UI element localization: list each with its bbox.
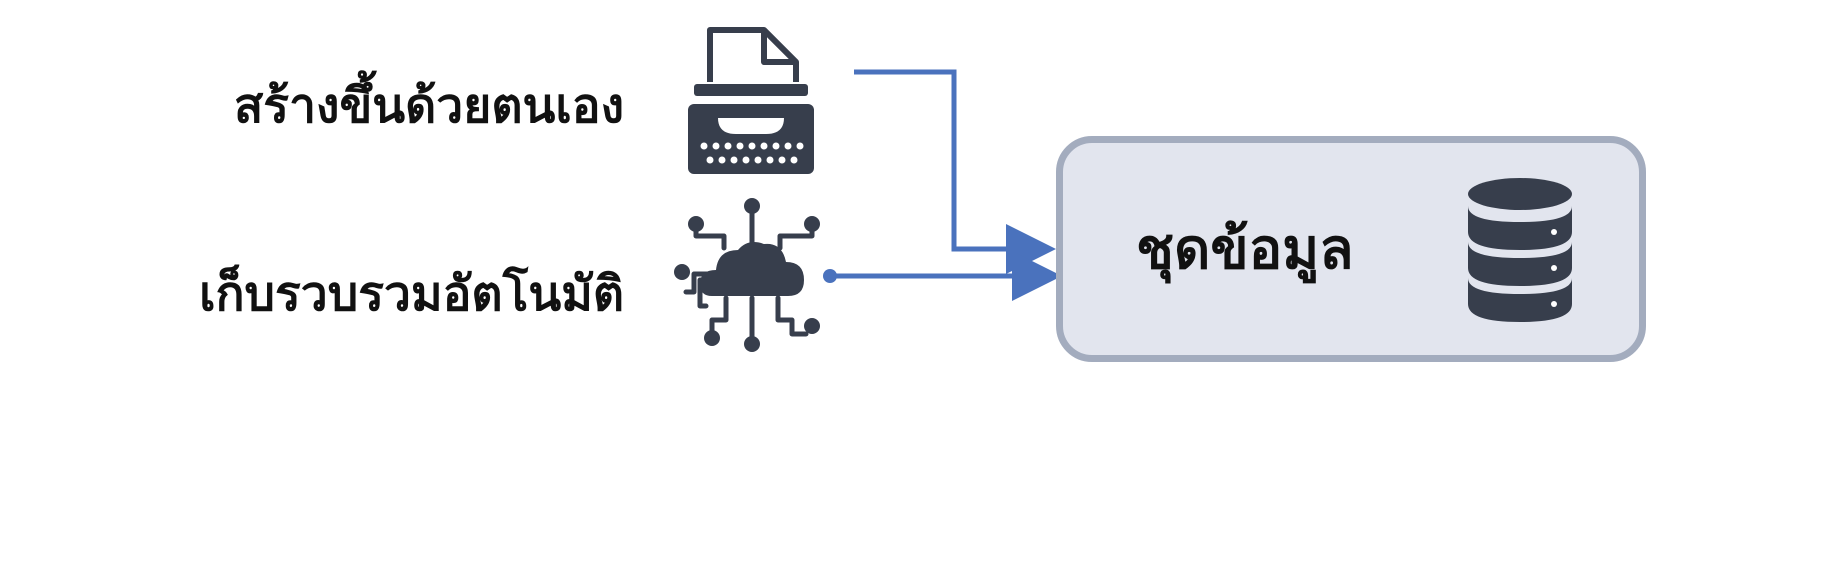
manual-source-label: สร้างขึ้นด้วยตนเอง <box>234 78 624 134</box>
typewriter-icon <box>688 27 814 174</box>
database-icon <box>1468 178 1572 322</box>
dataset-box <box>1056 136 1646 362</box>
cloud-network-icon <box>674 198 820 352</box>
arrow-manual-to-dataset <box>854 69 1056 274</box>
dataset-label: ชุดข้อมูล <box>1136 217 1354 282</box>
automatic-source-label: เก็บรวบรวมอัตโนมัติ <box>199 266 624 322</box>
